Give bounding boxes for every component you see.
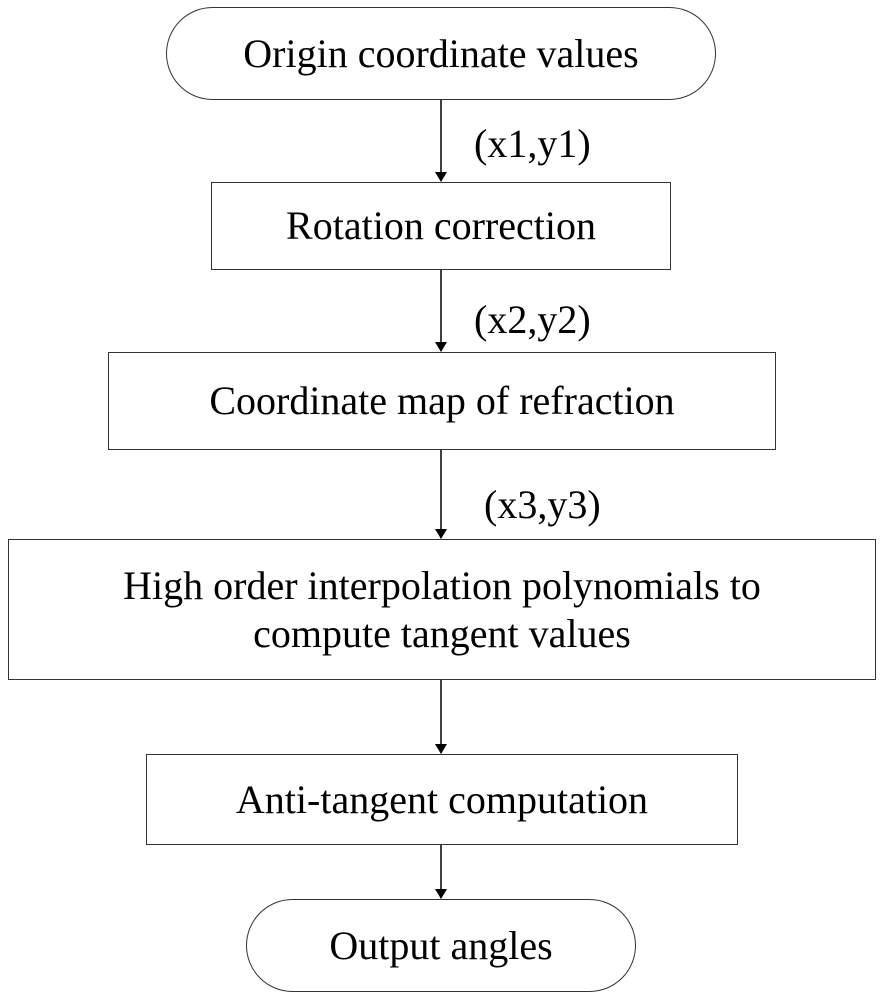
- edge-label-x3-y3: (x3,y3): [484, 482, 601, 527]
- process-node-coordinate-map-of-refraction: Coordinate map of refraction: [108, 352, 776, 450]
- end-node-output-angles: Output angles: [246, 899, 636, 992]
- process-node-high-order-interpolation: High order interpolation polynomials to …: [8, 539, 876, 680]
- node-label: Anti-tangent computation: [235, 776, 649, 822]
- process-node-rotation-correction: Rotation correction: [211, 182, 671, 270]
- node-label: Output angles: [329, 922, 553, 968]
- process-node-anti-tangent-computation: Anti-tangent computation: [146, 754, 738, 845]
- start-node-origin-coordinate-values: Origin coordinate values: [166, 7, 716, 100]
- edge-label-x1-y1: (x1,y1): [474, 121, 591, 166]
- node-label-line-1: High order interpolation polynomials to: [123, 562, 761, 608]
- node-label: Rotation correction: [286, 203, 596, 248]
- node-label-line-2: compute tangent values: [253, 610, 631, 656]
- edge-label-x2-y2: (x2,y2): [474, 297, 591, 342]
- node-label: Origin coordinate values: [243, 30, 639, 76]
- node-label: Coordinate map of refraction: [209, 378, 675, 423]
